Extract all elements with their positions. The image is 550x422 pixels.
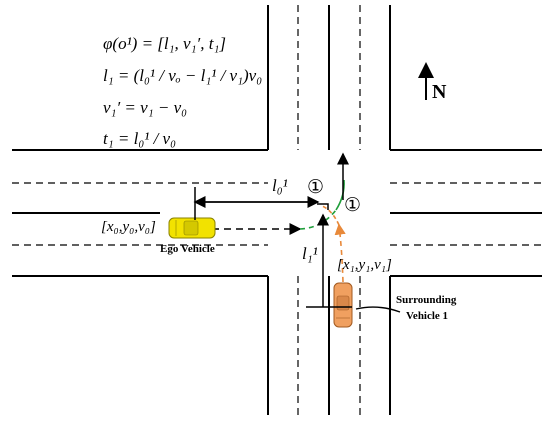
ego-car: [168, 217, 216, 239]
l0-label: l₀¹: [272, 176, 288, 195]
surrounding-car: [333, 282, 353, 328]
surr-curve: [321, 205, 340, 226]
surrounding-vehicle-label-line2: Vehicle 1: [406, 310, 449, 322]
surr-state-label: [x₁,y₁,v₁]: [337, 257, 392, 273]
equation-t1: t₁ = l₀¹ / v₀: [103, 129, 177, 148]
conflict-bracket: [317, 203, 329, 210]
ego-vehicle-label: Ego Vehicle: [160, 243, 215, 255]
ego-state-label: [x₀,y₀,v₀]: [101, 219, 156, 235]
equation-v1: v₁′ = v₁ − v₀: [103, 98, 188, 117]
surrounding-vehicle-label-line1: Surrounding: [396, 294, 457, 306]
lane-lines: [12, 5, 542, 415]
center-lines: [12, 5, 542, 415]
conflict-marker-2: ①: [344, 194, 361, 216]
surr-path: [334, 223, 346, 283]
north-label: N: [432, 81, 447, 103]
conflict-marker-1: ①: [307, 176, 324, 198]
l1-label: l₁¹: [302, 244, 318, 263]
road-edges: [12, 5, 542, 415]
equation-phi: φ(o¹) = [l₁, v₁′, t₁]: [103, 34, 226, 53]
surr-label-pointer: [355, 306, 401, 313]
equation-l1: l₁ = (l₀¹ / vₒ − l₁¹ / v₁)v₀: [103, 66, 263, 85]
